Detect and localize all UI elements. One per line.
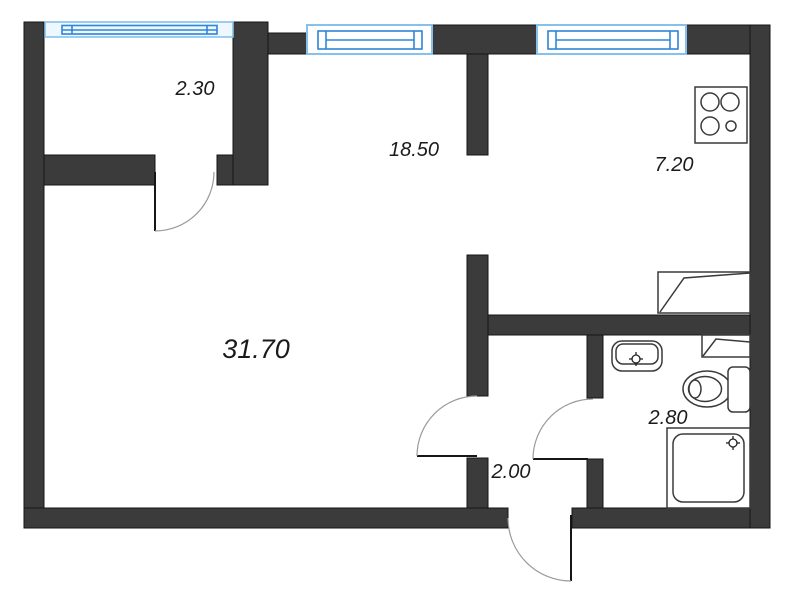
window-sash <box>547 30 679 50</box>
entrance-door-arc <box>507 517 572 582</box>
counter-flap-line <box>659 272 751 313</box>
room-label-bathroom: 2.80 <box>648 407 688 429</box>
wall-bathroom-left-upper <box>586 334 604 399</box>
wall-top-segment-1 <box>267 32 308 55</box>
wall-right-outer <box>749 24 771 529</box>
wall-bathroom-left-lower <box>586 458 604 509</box>
burner <box>700 92 720 112</box>
wall-kitchen-divider-stub <box>466 53 489 156</box>
balcony-door-arc <box>154 171 215 232</box>
room-label-balcony: 2.30 <box>175 78 215 100</box>
shelf-body <box>701 334 751 358</box>
hallway-door-arc <box>416 395 478 457</box>
burner <box>700 116 720 136</box>
hallway-door <box>416 395 478 457</box>
drain-icon <box>726 436 740 450</box>
shelf-flap-line <box>702 338 751 357</box>
burner-small <box>725 120 737 132</box>
shower-icon <box>666 427 751 509</box>
shower-tray <box>672 433 745 503</box>
drain-icon <box>629 352 643 366</box>
sink-icon <box>611 340 663 372</box>
wall-balcony-column <box>232 21 269 186</box>
toilet-bowl-rim <box>688 379 702 399</box>
toilet-icon <box>682 366 751 413</box>
toilet-tank <box>727 366 751 413</box>
counter-body <box>657 271 751 314</box>
sink-basin <box>615 343 659 365</box>
kitchen-window <box>536 24 687 55</box>
walls <box>23 21 771 529</box>
wall-left-outer <box>23 21 45 529</box>
wall-bottom-right <box>571 507 771 529</box>
wall-top-segment-2 <box>431 24 538 55</box>
room-label-hallway: 2.00 <box>491 461 531 483</box>
entrance-door <box>507 515 572 582</box>
stove-icon <box>694 86 748 144</box>
wall-balcony-bottom-step <box>216 154 234 186</box>
drain-circle <box>728 438 738 448</box>
room-label-living: 18.50 <box>389 139 439 161</box>
wall-interior-lower <box>466 457 489 509</box>
window-sash <box>317 30 423 50</box>
balcony-window <box>44 21 234 38</box>
wall-bathroom-top <box>487 314 751 336</box>
room-label-kitchen: 7.20 <box>655 154 694 176</box>
room-label-main-room: 31.70 <box>222 334 290 364</box>
wall-balcony-bottom-left <box>43 154 156 186</box>
balcony-door <box>154 171 215 232</box>
wall-interior-middle <box>466 254 489 397</box>
living-window <box>306 24 433 55</box>
drain-circle <box>631 354 641 364</box>
bathroom-door-arc <box>532 398 594 460</box>
stove-body <box>694 86 748 144</box>
bathroom-shelf-icon <box>701 334 751 358</box>
wall-top-segment-3 <box>685 24 751 55</box>
bathroom-door <box>532 398 594 460</box>
wall-bottom-left <box>23 507 509 529</box>
kitchen-counter-icon <box>657 271 751 314</box>
burner <box>720 92 740 112</box>
